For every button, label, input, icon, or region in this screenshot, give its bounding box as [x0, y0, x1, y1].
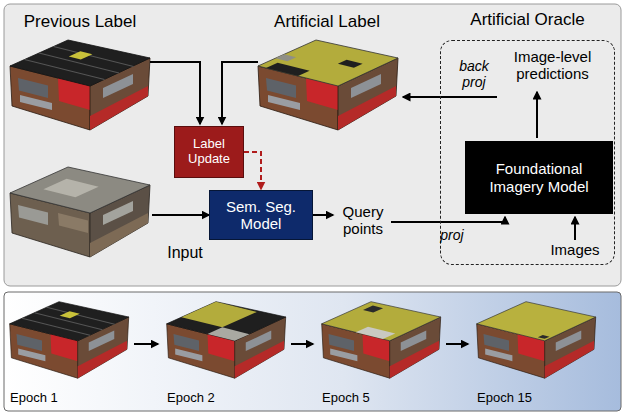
epoch-mesh — [208, 327, 250, 340]
previous-label-mesh — [10, 40, 150, 130]
epoch-mesh — [363, 306, 383, 313]
input-mesh — [10, 167, 150, 213]
artificial-label-mesh — [338, 60, 363, 68]
epoch-mesh — [10, 302, 129, 379]
epoch-mesh — [47, 307, 115, 324]
epoch-label: Epoch 2 — [167, 391, 237, 406]
input-label: Input — [160, 244, 210, 262]
update-box: Label Update — [174, 126, 244, 178]
flow-arrow — [134, 343, 158, 345]
foundation-model-box: Foundational Imagery Model — [465, 141, 613, 214]
previous-label-mesh — [69, 51, 93, 59]
previous-label-mesh — [54, 47, 134, 67]
epoch-mesh — [22, 318, 90, 335]
previous-label-mesh — [10, 40, 150, 86]
epoch-mesh — [167, 302, 286, 379]
epoch-mesh — [538, 335, 550, 339]
flow-arrow — [446, 343, 468, 345]
bottom-panel — [4, 292, 621, 411]
epoch-label: Epoch 1 — [10, 391, 80, 406]
flow-arrow — [536, 92, 538, 138]
epoch-mesh — [477, 302, 596, 379]
artificial-label-mesh — [258, 40, 398, 130]
flow-arrow — [291, 343, 313, 345]
flow-arrow — [311, 214, 333, 216]
artificial-label-mesh — [266, 63, 310, 76]
projection-label: back proj — [453, 58, 495, 90]
artificial-label-mesh — [258, 40, 398, 86]
epoch-mesh — [181, 302, 256, 328]
epoch-label: Epoch 5 — [322, 391, 392, 406]
previous-label-mesh — [25, 60, 105, 80]
group-heading: Artificial Oracle — [441, 10, 614, 30]
epoch-mesh — [60, 311, 80, 318]
box-label: Label Update — [175, 137, 243, 167]
query-label: Query points — [336, 203, 390, 238]
artificial-label-mesh — [275, 54, 296, 61]
epoch-mesh — [477, 302, 596, 341]
panel-title: Artificial Label — [250, 12, 404, 32]
epoch-mesh — [167, 302, 286, 341]
epoch-mesh — [10, 302, 129, 341]
flow-arrow — [574, 217, 576, 240]
epoch-mesh — [322, 302, 441, 379]
epoch-mesh — [356, 327, 396, 339]
box-label: Sem. Seg. Model — [210, 198, 312, 233]
flow-arrow — [152, 214, 209, 216]
model-box: Sem. Seg. Model — [209, 190, 313, 240]
input-mesh — [10, 167, 150, 257]
projection-label: proj — [430, 227, 474, 243]
prediction-label: Image-level predictions — [495, 48, 610, 83]
panel-title: Previous Label — [5, 12, 155, 32]
flow-arrow — [150, 62, 200, 124]
dashed-arrow — [244, 152, 261, 189]
input-mesh — [43, 179, 98, 197]
flow-arrow — [391, 217, 505, 222]
epoch-label: Epoch 15 — [477, 391, 557, 406]
epoch-mesh — [322, 302, 441, 341]
images-label: Images — [540, 241, 610, 258]
box-label: Foundational Imagery Model — [466, 160, 612, 195]
top-panel — [4, 4, 621, 286]
flow-arrow — [222, 62, 258, 124]
flow-arrow — [403, 96, 497, 98]
